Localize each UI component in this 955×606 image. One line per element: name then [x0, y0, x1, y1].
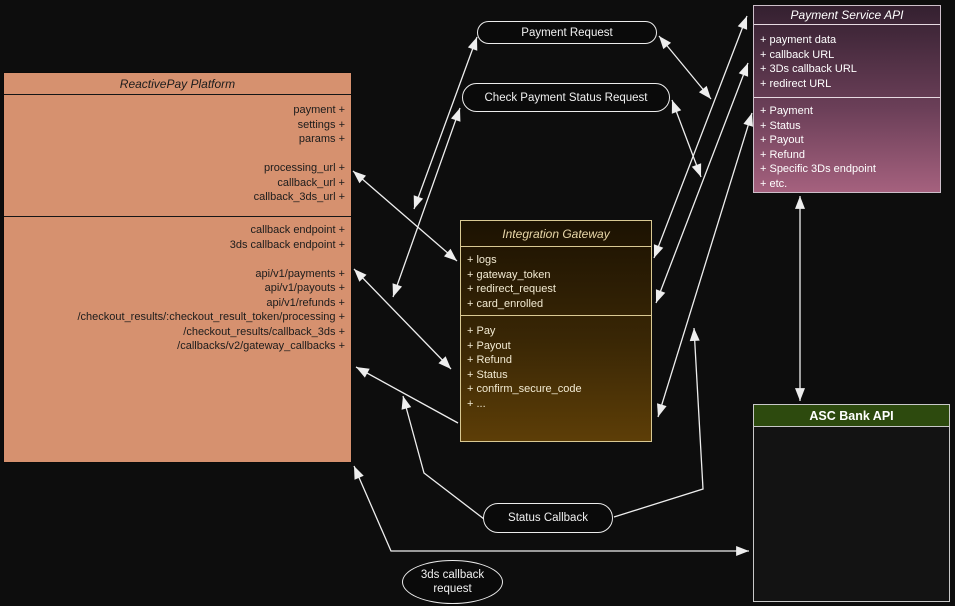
method-row: api/v1/payouts +: [264, 282, 345, 294]
reactivepay-platform-title: ReactivePay Platform: [4, 73, 351, 95]
attribute-row: payment +: [293, 104, 345, 116]
asc-bank-api-node[interactable]: ASC Bank API: [753, 404, 950, 602]
status-callback-label[interactable]: Status Callback: [483, 503, 613, 533]
method-row: + Payment: [760, 105, 813, 117]
method-row: /callbacks/v2/gateway_callbacks +: [177, 340, 345, 352]
method-row: + Pay: [467, 325, 496, 337]
attribute-row: + gateway_token: [467, 268, 551, 281]
payment-service-api-node[interactable]: Payment Service API + payment data + cal…: [753, 5, 941, 193]
method-row: api/v1/refunds +: [266, 296, 345, 309]
method-row: /checkout_results/callback_3ds +: [183, 325, 345, 338]
attribute-row: [4, 147, 351, 162]
attribute-row: + callback URL: [760, 48, 835, 61]
method-row: + Refund: [760, 148, 805, 161]
connector-platform-gateway-top[interactable]: [352, 170, 458, 262]
method-row: + ...: [467, 397, 486, 410]
payment-request-text: Payment Request: [521, 26, 613, 39]
attribute-row: settings +: [297, 118, 345, 131]
payment-service-methods-section: + Payment + Status + Payout + Refund + S…: [754, 98, 940, 191]
attribute-row: + redirect_request: [467, 283, 556, 295]
attribute-row: + card_enrolled: [467, 297, 544, 310]
method-row: + Payout: [760, 134, 804, 146]
method-row: + Specific 3Ds endpoint: [760, 163, 876, 175]
method-row: 3ds callback endpoint +: [229, 238, 345, 251]
reactivepay-methods-section: callback endpoint + 3ds callback endpoin…: [4, 217, 351, 354]
attribute-row: + payment data: [760, 34, 837, 46]
method-row: callback endpoint +: [250, 224, 345, 236]
3ds-callback-request-text-line2: request: [433, 583, 472, 595]
connector-platform-check-status[interactable]: [392, 107, 461, 298]
attribute-row: + redirect URL: [760, 77, 832, 90]
method-row: + Refund: [467, 354, 512, 366]
integration-gateway-attributes-section: + logs + gateway_token + redirect_reques…: [461, 247, 651, 316]
asc-bank-api-title: ASC Bank API: [754, 405, 949, 427]
method-row: + etc.: [760, 177, 788, 190]
connector-check-status-service[interactable]: [671, 99, 702, 178]
connector-service-gateway-1[interactable]: [653, 15, 748, 259]
method-row: + Status: [760, 119, 801, 132]
method-row: /checkout_results/:checkout_result_token…: [77, 311, 345, 323]
integration-gateway-node[interactable]: Integration Gateway + logs + gateway_tok…: [460, 220, 652, 442]
3ds-callback-request-text-line1: 3ds callback: [420, 569, 485, 581]
method-row: [4, 252, 351, 267]
connector-platform-gateway-mid[interactable]: [353, 268, 452, 370]
connector-platform-payment-request[interactable]: [413, 36, 478, 210]
attribute-row: callback_url +: [277, 176, 345, 189]
payment-service-api-title: Payment Service API: [754, 6, 940, 25]
check-payment-status-request-label[interactable]: Check Payment Status Request: [462, 83, 670, 112]
attribute-row: callback_3ds_url +: [253, 191, 345, 203]
check-payment-status-request-text: Check Payment Status Request: [484, 91, 648, 104]
reactivepay-platform-node[interactable]: ReactivePay Platform payment + settings …: [3, 72, 352, 463]
reactivepay-attributes-section: payment + settings + params + processing…: [4, 95, 351, 217]
payment-request-label[interactable]: Payment Request: [477, 21, 657, 44]
method-row: + confirm_secure_code: [467, 383, 582, 395]
payment-service-attributes-section: + payment data + callback URL + 3Ds call…: [754, 25, 940, 98]
method-row: + Payout: [467, 339, 511, 352]
connector-service-gateway-3[interactable]: [657, 112, 753, 418]
attribute-row: processing_url +: [263, 162, 345, 174]
integration-gateway-title: Integration Gateway: [461, 221, 651, 247]
3ds-callback-request-label[interactable]: 3ds callback request: [402, 560, 503, 604]
attribute-row: + 3Ds callback URL: [760, 63, 857, 75]
integration-gateway-methods-section: + Pay + Payout + Refund + Status + confi…: [461, 316, 651, 411]
connector-status-callback-service[interactable]: [613, 327, 704, 518]
connector-platform-asc-bank[interactable]: [353, 465, 749, 557]
method-row: api/v1/payments +: [255, 267, 345, 280]
status-callback-text: Status Callback: [508, 512, 588, 524]
method-row: + Status: [467, 368, 508, 381]
connector-gateway-platform-bottom[interactable]: [355, 366, 459, 424]
attribute-row: params +: [298, 133, 345, 145]
attribute-row: + logs: [467, 254, 497, 266]
